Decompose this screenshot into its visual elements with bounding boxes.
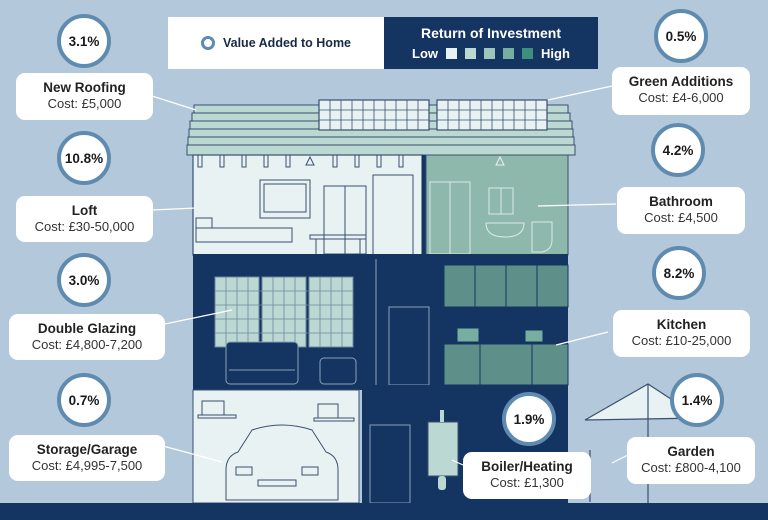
- improvement-name: Boiler/Heating: [481, 459, 573, 474]
- improvement-name: Double Glazing: [37, 321, 137, 336]
- improvement-cost: Cost: £5,000: [47, 96, 122, 111]
- label-double-glazing: Double Glazing Cost: £4,800-7,200: [9, 314, 165, 360]
- improvement-cost: Cost: £1,300: [490, 475, 564, 490]
- improvement-cost: Cost: £30-50,000: [34, 219, 135, 234]
- value-bubble-green-additions: 0.5%: [654, 9, 708, 63]
- kitchen-cabinets: [443, 264, 569, 386]
- roi-swatch: [446, 48, 458, 59]
- roi-swatch: [484, 48, 496, 59]
- label-storage-garage: Storage/Garage Cost: £4,995-7,500: [9, 435, 165, 481]
- improvement-cost: Cost: £4,500: [644, 210, 718, 225]
- value-bubble-new-roofing: 3.1%: [57, 14, 111, 68]
- ring-icon: [200, 36, 215, 50]
- roi-swatch: [503, 48, 515, 59]
- roi-scale: Low High: [384, 46, 598, 61]
- legend-value-added: Value Added to Home: [168, 17, 384, 69]
- label-new-roofing: New Roofing Cost: £5,000: [16, 73, 153, 120]
- improvement-cost: Cost: £4,995-7,500: [31, 458, 143, 473]
- legend: Value Added to Home Return of Investment…: [168, 17, 598, 69]
- label-bathroom: Bathroom Cost: £4,500: [617, 187, 745, 234]
- label-garden: Garden Cost: £800-4,100: [627, 437, 755, 484]
- improvement-name: Storage/Garage: [36, 442, 138, 457]
- label-green-additions: Green Additions Cost: £4-6,000: [612, 67, 750, 115]
- value-bubble-garden: 1.4%: [670, 373, 724, 427]
- value-bubble-boiler-heating: 1.9%: [502, 392, 556, 446]
- improvement-name: Bathroom: [649, 194, 713, 209]
- value-bubble-storage-garage: 0.7%: [57, 373, 111, 427]
- improvement-name: New Roofing: [43, 80, 126, 95]
- improvement-name: Loft: [71, 203, 98, 218]
- loft-room: [192, 154, 423, 256]
- improvement-cost: Cost: £800-4,100: [641, 460, 741, 475]
- car: [197, 400, 355, 501]
- roi-high-label: High: [541, 46, 570, 61]
- label-boiler-heating: Boiler/Heating Cost: £1,300: [463, 452, 591, 499]
- roi-low-label: Low: [412, 46, 439, 61]
- roi-swatch: [465, 48, 477, 59]
- legend-roi-title: Return of Investment: [420, 25, 561, 41]
- connector-lines: [151, 85, 629, 466]
- bathroom-room: [425, 154, 569, 256]
- value-bubble-kitchen: 8.2%: [652, 246, 706, 300]
- solar-panels: [318, 99, 548, 131]
- improvement-cost: Cost: £4,800-7,200: [31, 337, 143, 352]
- legend-roi: Return of Investment Low High: [384, 17, 598, 69]
- value-bubble-loft: 10.8%: [57, 131, 111, 185]
- roi-swatch: [522, 48, 534, 59]
- improvement-name: Garden: [667, 444, 715, 459]
- value-bubble-bathroom: 4.2%: [651, 123, 705, 177]
- double-glazed-windows: [214, 276, 354, 348]
- label-kitchen: Kitchen Cost: £10-25,000: [613, 310, 750, 357]
- improvement-cost: Cost: £10-25,000: [631, 333, 732, 348]
- improvement-name: Green Additions: [628, 74, 734, 89]
- improvement-name: Kitchen: [656, 317, 707, 332]
- improvement-cost: Cost: £4-6,000: [638, 90, 724, 105]
- boiler: [427, 410, 459, 490]
- value-bubble-double-glazing: 3.0%: [57, 253, 111, 307]
- ground-bar: [0, 503, 768, 520]
- legend-value-label: Value Added to Home: [222, 36, 352, 50]
- label-loft: Loft Cost: £30-50,000: [16, 196, 153, 242]
